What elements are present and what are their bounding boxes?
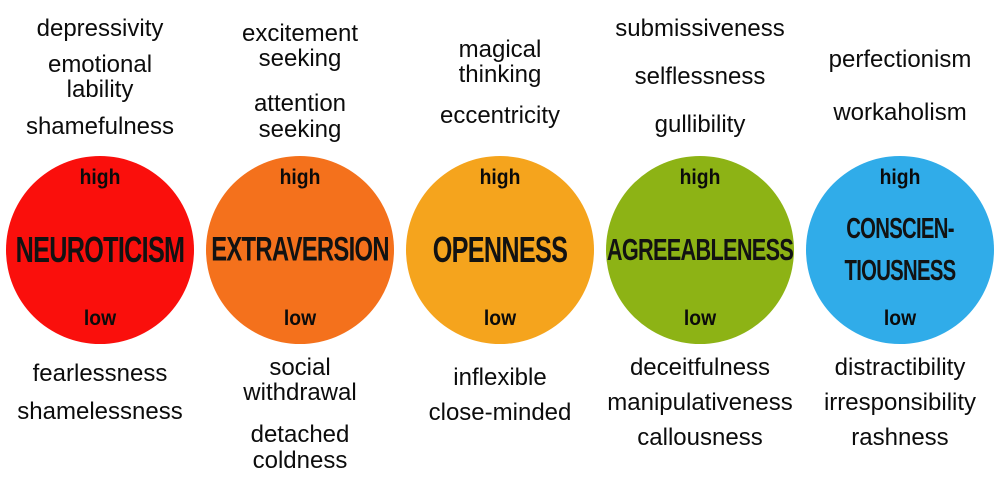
high-trait-label: emotional lability xyxy=(47,51,153,104)
trait-name: OPENNESS xyxy=(432,229,568,270)
trait-circle-conscientiousness: high CONSCIEN- TIOUSNESS low xyxy=(806,156,994,344)
low-trait-label: manipulativeness xyxy=(607,389,793,417)
trait-column-extraversion: excitement seeking attention seeking hig… xyxy=(200,0,400,500)
high-trait-label: excitement seeking xyxy=(241,20,359,73)
low-trait-label: deceitfulness xyxy=(629,354,771,381)
low-trait-label: fearlessness xyxy=(32,360,168,387)
low-trait-labels-openness: inflexible close-minded xyxy=(400,348,600,500)
trait-column-openness: magical thinking eccentricity high OPENN… xyxy=(400,0,600,500)
high-marker: high xyxy=(279,166,321,189)
low-marker: low xyxy=(883,307,917,330)
high-trait-label: selflessness xyxy=(634,63,766,91)
high-trait-label: shamefulness xyxy=(25,112,175,140)
low-trait-labels-conscientiousness: distractibility irresponsibility rashnes… xyxy=(800,348,1000,500)
low-marker: low xyxy=(683,307,717,330)
low-trait-label: callousness xyxy=(637,424,763,452)
high-marker: high xyxy=(879,166,921,189)
low-marker: low xyxy=(283,307,317,330)
low-trait-label: shamelessness xyxy=(17,398,183,426)
high-trait-label: submissiveness xyxy=(615,15,785,42)
high-trait-labels-openness: magical thinking eccentricity xyxy=(400,0,600,152)
high-marker: high xyxy=(79,166,121,189)
low-trait-label: rashness xyxy=(851,424,949,452)
high-trait-label: magical thinking xyxy=(458,36,542,89)
high-trait-label: eccentricity xyxy=(439,102,561,130)
low-trait-labels-extraversion: social withdrawal detached coldness xyxy=(200,348,400,500)
high-trait-label: attention seeking xyxy=(253,90,347,143)
high-trait-label: depressivity xyxy=(36,15,164,42)
trait-column-conscientiousness: perfectionism workaholism high CONSCIEN-… xyxy=(800,0,1000,500)
circle-zone: high CONSCIEN- TIOUSNESS low xyxy=(800,152,1000,348)
low-trait-label: social withdrawal xyxy=(243,354,357,407)
low-trait-label: irresponsibility xyxy=(823,389,977,417)
high-trait-label: gullibility xyxy=(654,111,746,139)
circle-zone: high EXTRAVERSION low xyxy=(200,152,400,348)
low-trait-labels-neuroticism: fearlessness shamelessness xyxy=(0,348,200,500)
high-trait-labels-neuroticism: depressivity emotional lability shameful… xyxy=(0,0,200,152)
low-trait-label: close-minded xyxy=(428,399,572,427)
low-trait-labels-agreeableness: deceitfulness manipulativeness callousne… xyxy=(600,348,800,500)
trait-column-neuroticism: depressivity emotional lability shameful… xyxy=(0,0,200,500)
low-trait-label: distractibility xyxy=(834,354,966,381)
low-marker: low xyxy=(83,307,117,330)
high-trait-labels-conscientiousness: perfectionism workaholism xyxy=(800,0,1000,152)
trait-circle-neuroticism: high NEUROTICISM low xyxy=(6,156,194,344)
high-trait-labels-extraversion: excitement seeking attention seeking xyxy=(200,0,400,152)
circle-zone: high AGREEABLENESS low xyxy=(600,152,800,348)
trait-column-agreeableness: submissiveness selflessness gullibility … xyxy=(600,0,800,500)
trait-name: NEUROTICISM xyxy=(15,229,185,270)
low-trait-label: detached coldness xyxy=(250,421,350,474)
high-marker: high xyxy=(479,166,521,189)
high-trait-label: workaholism xyxy=(833,99,967,127)
circle-zone: high NEUROTICISM low xyxy=(0,152,200,348)
high-trait-label: perfectionism xyxy=(828,46,972,73)
low-trait-label: inflexible xyxy=(453,364,547,391)
high-marker: high xyxy=(679,166,721,189)
trait-name: AGREEABLENESS xyxy=(606,232,794,267)
trait-name: EXTRAVERSION xyxy=(211,230,389,269)
trait-circle-extraversion: high EXTRAVERSION low xyxy=(206,156,394,344)
high-trait-labels-agreeableness: submissiveness selflessness gullibility xyxy=(600,0,800,152)
trait-name: CONSCIEN- TIOUSNESS xyxy=(844,212,956,287)
low-marker: low xyxy=(483,307,517,330)
trait-circle-openness: high OPENNESS low xyxy=(406,156,594,344)
circle-zone: high OPENNESS low xyxy=(400,152,600,348)
trait-circle-agreeableness: high AGREEABLENESS low xyxy=(606,156,794,344)
